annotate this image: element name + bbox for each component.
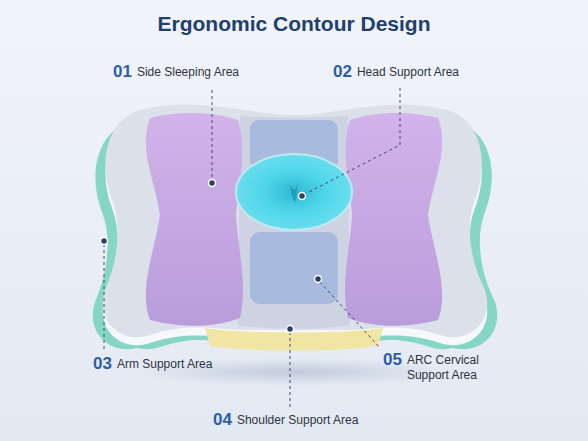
callout-number: 04: [213, 410, 232, 430]
callout-number: 03: [93, 354, 112, 374]
callout-group: 04 Shoulder Support Area: [213, 410, 358, 430]
callout-group: 03 Arm Support Area: [93, 354, 212, 374]
callout-number: 02: [333, 62, 352, 82]
callout-group: 01 Side Sleeping Area: [113, 62, 239, 82]
callout-number: 01: [113, 62, 132, 82]
area-label: Head Support Area: [357, 62, 459, 79]
title: Ergonomic Contour Design: [0, 12, 588, 36]
area-label: Shoulder Support Area: [237, 410, 358, 427]
callout-number: 05: [383, 350, 402, 370]
area-label: Side Sleeping Area: [137, 62, 239, 79]
area-label: ARC Cervical Support Area: [407, 350, 491, 383]
callout-group: 05ARC Cervical Support Area: [383, 350, 491, 383]
callout-group: 02 Head Support Area: [333, 62, 459, 82]
area-label: Arm Support Area: [117, 354, 212, 371]
